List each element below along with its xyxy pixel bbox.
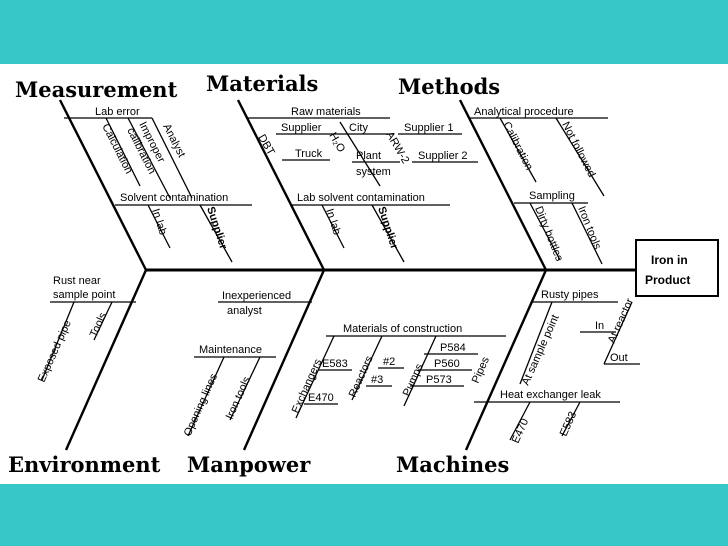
methods-not-followed: Not followed [559, 120, 597, 179]
category-manpower: Manpower [187, 452, 311, 477]
machines-pumps-line [403, 335, 437, 407]
measurement-supplier-line [199, 204, 233, 263]
bone-machines [464, 269, 548, 451]
environment-rust-1: Rust near [53, 275, 101, 287]
materials-plant-1: Plant [356, 150, 381, 162]
materials-arw2: ARW-2 [383, 130, 411, 166]
measurement-inlab-line [147, 204, 171, 249]
materials-raw-materials: Raw materials [291, 106, 361, 118]
top-banner [0, 0, 728, 64]
category-materials: Materials [206, 71, 318, 96]
bone-methods [458, 99, 548, 271]
machines-n2: #2 [383, 356, 395, 368]
machines-atreactor-line [603, 301, 633, 365]
bone-measurement [58, 99, 148, 271]
materials-lab-solvent: Lab solvent contamination [297, 192, 425, 204]
methods-notfollowed-line [555, 117, 605, 197]
methods-dirty-line [529, 202, 561, 261]
machines-e583b-line [561, 401, 581, 437]
manpower-inexperienced-2: analyst [227, 305, 262, 317]
methods-calibration-line [499, 117, 537, 183]
materials-supplier-b: Supplier [375, 205, 400, 251]
machines-in: In [595, 320, 604, 332]
materials-supplier-2: Supplier 2 [418, 150, 468, 162]
machines-at-reactor: At reactor [606, 296, 636, 345]
category-machines: Machines [396, 452, 509, 477]
measurement-in-lab: In lab [149, 207, 169, 236]
machines-rusty-pipes: Rusty pipes [541, 289, 599, 301]
measurement-calibration-line [127, 117, 171, 199]
materials-supplier: Supplier [281, 122, 322, 134]
machines-e583-b: E583 [558, 410, 579, 438]
machines-e470b-line [509, 401, 531, 441]
bone-environment [64, 269, 148, 451]
materials-city-line [339, 121, 381, 187]
manpower-iron-tools: Iron tools [224, 375, 254, 422]
machines-out: Out [610, 352, 628, 364]
measurement-supplier: Supplier [204, 205, 229, 251]
machines-p560: P560 [434, 358, 460, 370]
effect-box [635, 239, 719, 297]
machines-p584: P584 [440, 342, 466, 354]
measurement-solvent-contamination: Solvent contamination [120, 192, 228, 204]
effect-line-1: Iron in [651, 253, 688, 267]
materials-dbt: DBT [255, 133, 277, 158]
materials-supplierb-line [371, 204, 405, 263]
bone-materials [236, 99, 326, 271]
environment-exposed-line [41, 301, 75, 381]
machines-reactors-line [351, 335, 383, 401]
effect-line-2: Product [645, 273, 690, 287]
category-methods: Methods [398, 74, 500, 99]
machines-e583: E583 [322, 358, 348, 370]
measurement-calculation-line [105, 117, 141, 187]
machines-heat-exchanger-leak: Heat exchanger leak [500, 389, 601, 401]
materials-plant-2: system [356, 166, 391, 178]
environment-tools: Tools [88, 310, 110, 339]
machines-e470-b: E470 [510, 417, 531, 445]
machines-exchangers-line [295, 335, 335, 419]
manpower-inexperienced-1: Inexperienced [222, 290, 291, 302]
manpower-opening-line [187, 356, 225, 437]
machines-p573: P573 [426, 374, 452, 386]
manpower-opening-lines: Opening lines [182, 371, 221, 438]
measurement-analyst-line [151, 117, 193, 199]
machines-e470: E470 [308, 392, 334, 404]
category-environment: Environment [8, 452, 161, 477]
machines-atsample-line [519, 301, 553, 385]
machines-exchangers: Exchangers [290, 357, 325, 415]
materials-supplier-1: Supplier 1 [404, 122, 454, 134]
materials-truck: Truck [295, 148, 323, 160]
materials-in-lab: In lab [323, 207, 343, 236]
category-measurement: Measurement [15, 77, 178, 102]
environment-tools-line [93, 301, 113, 341]
materials-city: City [349, 122, 368, 134]
measurement-lab-error: Lab error [95, 106, 140, 118]
machines-at-sample-point: At sample point [520, 313, 562, 387]
materials-inlab-line [321, 204, 345, 249]
machines-n3: #3 [371, 374, 383, 386]
methods-irontools-line [571, 202, 603, 265]
machines-pipes: Pipes [470, 355, 492, 385]
bottom-banner [0, 484, 728, 546]
methods-calibration: Calibration [500, 120, 535, 172]
methods-iron-tools: Iron tools [575, 205, 603, 252]
methods-sampling: Sampling [529, 190, 575, 202]
environment-exposed-pipe: Exposed pipe [36, 318, 74, 384]
manpower-maintenance: Maintenance [199, 344, 262, 356]
methods-analytical-procedure: Analytical procedure [474, 106, 574, 118]
manpower-irontools-line [229, 356, 261, 421]
machines-pumps: Pumps [401, 362, 426, 399]
bone-manpower [242, 269, 326, 451]
machines-materials-of-construction: Materials of construction [343, 323, 462, 335]
environment-rust-2: sample point [53, 289, 115, 301]
